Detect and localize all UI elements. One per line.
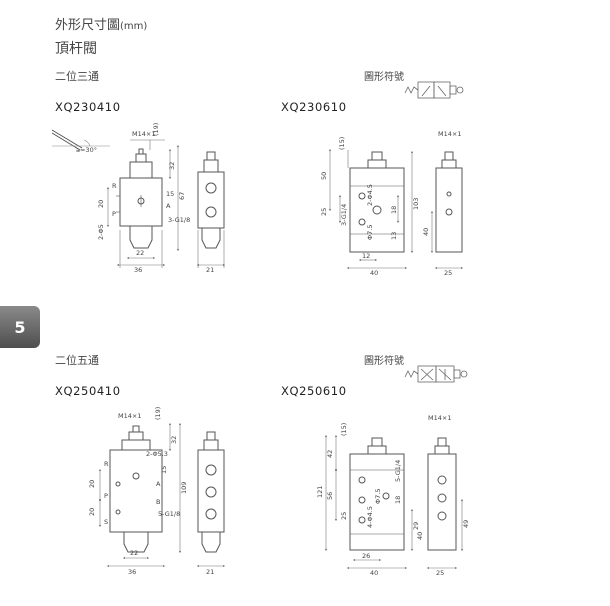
chapter-tab-number: 5: [14, 317, 26, 337]
dim-h20b-3: 20: [88, 508, 96, 516]
dim-m14-4: M14×1: [428, 414, 451, 422]
drawing-xq250610-side: [427, 437, 457, 551]
dim-w36-3: 36: [128, 568, 136, 576]
model-xq250610: XQ250610: [281, 384, 347, 398]
valve-symbol-5way: [404, 365, 468, 383]
dim-h25-4: 25: [340, 512, 348, 520]
dim-h42-4: 42: [326, 450, 334, 458]
dim-h15-1: 15: [166, 190, 174, 198]
dim-phi-4: Φ7.5: [374, 489, 382, 504]
dim-h32-3: 32: [170, 436, 178, 444]
dim-m14-3: M14×1: [118, 412, 141, 420]
dim-h29-4: 29: [412, 522, 420, 530]
port-r-3: R: [104, 460, 109, 468]
dim-m14-2: M14×1: [438, 130, 461, 138]
dim-h40-2: 40: [422, 228, 430, 236]
dim-w22-3: 22: [130, 549, 138, 557]
dim-h49-4: 49: [462, 520, 470, 528]
dim-h15-2: (15): [338, 137, 346, 150]
section-label-5way: 二位五通: [55, 354, 99, 367]
page-title-unit: (mm): [120, 21, 148, 32]
dim-hole-2: 2-Φ4.5: [366, 184, 374, 206]
symbol-label-5way: 圖形符號: [364, 356, 404, 367]
dim-w40-4: 40: [370, 569, 378, 577]
section-label-3way: 二位三通: [55, 70, 99, 83]
port-r-1: R: [112, 182, 117, 190]
dim-angle: a=30°: [76, 146, 97, 154]
dim-h20a-3: 20: [88, 480, 96, 488]
page-title-main: 外形尺寸圖: [55, 18, 121, 33]
drawing-xq250410-side: [197, 431, 225, 553]
dim-h56-4: 56: [326, 492, 334, 500]
dim-h103-2: 103: [412, 198, 420, 210]
dim-h32-1: 32: [168, 162, 176, 170]
model-xq250410: XQ250410: [55, 384, 121, 398]
drawing-xq250610-front: [349, 437, 405, 551]
drawing-xq230410-side: [197, 151, 225, 249]
dim-w22-1: 22: [136, 249, 144, 257]
chapter-tab[interactable]: 5: [0, 306, 40, 348]
dim-h13-2: 13: [390, 232, 398, 240]
dim-h50-2: 50: [320, 172, 328, 180]
dim-hole-1: 2-Φ5: [97, 224, 105, 240]
dim-h18-4: 18: [394, 496, 402, 504]
dim-w36-1: 36: [134, 266, 142, 274]
dim-phi-2: Φ7.5: [366, 225, 374, 240]
page-subtitle: 頂杆閥: [55, 41, 97, 57]
dim-h109-3: 109: [180, 482, 188, 494]
dim-hole-3: 2-Φ5.3: [146, 450, 168, 458]
port-a-3: A: [156, 480, 161, 488]
dim-h19-3: (19): [154, 407, 162, 420]
port-a-1: A: [166, 202, 171, 210]
dim-h15-3: 15: [160, 466, 168, 474]
dim-h15-4: (15): [340, 423, 348, 436]
model-xq230610: XQ230610: [281, 100, 347, 114]
dim-w26-4: 26: [362, 552, 370, 560]
valve-symbol-3way: [404, 81, 464, 99]
dim-h19-1: (19): [152, 123, 160, 136]
dim-w25-2: 25: [444, 269, 452, 277]
port-b-3: B: [156, 498, 160, 506]
dim-h121-4: 121: [316, 486, 324, 498]
dim-h67-1: 67: [178, 192, 186, 200]
port-p-1: P: [112, 210, 116, 218]
dim-hole-4: 4-Φ4.5: [366, 506, 374, 528]
dim-port-2: 3-G1/4: [340, 204, 348, 226]
dim-port-1: 3-G1/8: [168, 216, 190, 224]
dim-port-4: 5-G1/4: [394, 460, 402, 482]
port-p-3: P: [104, 492, 108, 500]
dim-w25-4: 25: [436, 569, 444, 577]
dim-h25-2: 25: [320, 208, 328, 216]
dimensions-xq230410: [106, 139, 180, 268]
page-title: 外形尺寸圖(mm): [55, 14, 147, 33]
drawing-xq230610-side: [435, 151, 463, 253]
symbol-label-3way: 圖形符號: [364, 72, 404, 83]
drawing-xq230610-front: [349, 151, 405, 253]
port-s-3: S: [104, 518, 108, 526]
dim-w21-3: 21: [206, 568, 214, 576]
model-xq230410: XQ230410: [55, 100, 121, 114]
dim-w40-2: 40: [370, 269, 378, 277]
dim-port-3: 5-G1/8: [158, 510, 180, 518]
dim-w21-1: 21: [206, 266, 214, 274]
labels-xq230410: M14×1 a=30° R P A 20 2-Φ5 3-G1/8 22 36 3…: [76, 123, 190, 274]
dim-h20-1: 20: [97, 200, 105, 208]
dim-h40-4: 40: [416, 532, 424, 540]
dim-h18-2: 18: [390, 206, 398, 214]
drawing-xq230410-front: [51, 129, 163, 249]
drawing-xq250410-front: [109, 425, 163, 553]
dim-m14-1: M14×1: [132, 130, 155, 138]
dim-w12-2: 12: [362, 252, 370, 260]
